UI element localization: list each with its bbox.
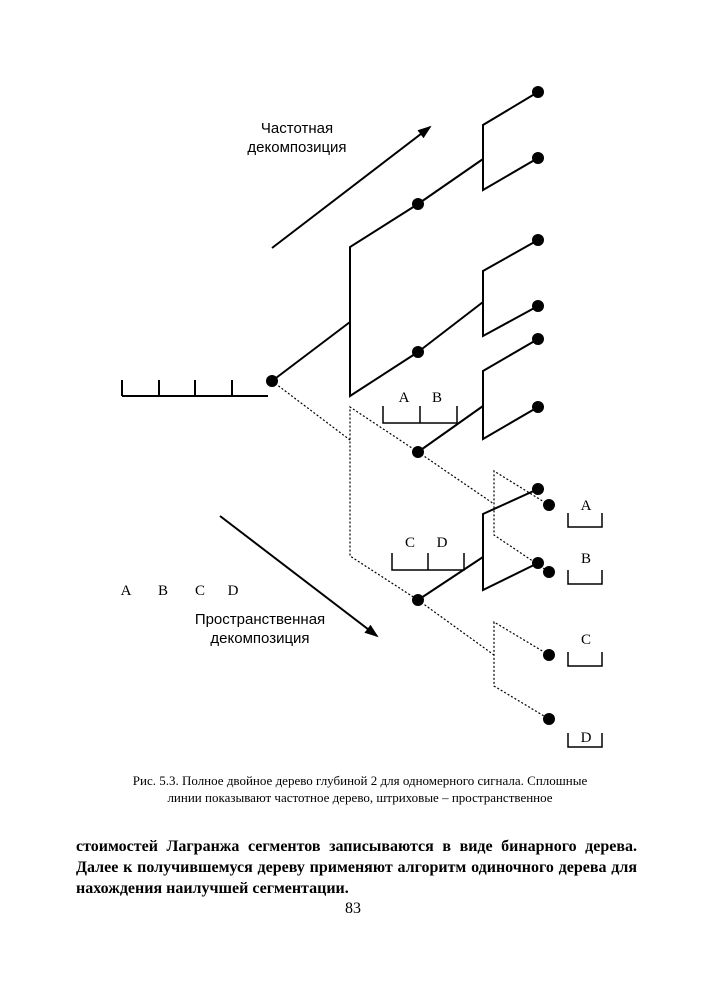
bracket-cd [391,553,465,571]
root-node [266,375,278,387]
leaf-node [543,566,555,578]
frequency-tree [271,91,539,601]
leaf-label-a: A [581,498,592,514]
leaf-node [532,401,544,413]
figure-caption: Рис. 5.3. Полное двойное дерево глубиной… [60,772,660,806]
leaf-brackets [567,513,603,748]
leaf-node [532,483,544,495]
frequency-label-line2: декомпозиция [247,139,346,156]
spatial-label-line1: Пространственная [195,611,325,628]
leaf-label-c: C [581,632,591,648]
leaf-label-b: B [581,551,591,567]
bracket-ab-label-b: B [432,390,442,406]
spatial-tree [271,380,550,720]
frequency-label-line1: Частотная [261,120,333,137]
node [412,198,424,210]
leaf-node [543,649,555,661]
leaf-node [532,333,544,345]
leaf-node [543,713,555,725]
body-paragraph: стоимостей Лагранжа сегментов записывают… [76,838,637,897]
leaf-node [532,234,544,246]
leaf-node [532,557,544,569]
leaf-node [532,86,544,98]
spatial-arrow [219,515,379,638]
node [412,594,424,606]
bracket-ab [382,406,458,424]
leaf-node [543,499,555,511]
bracket-cd-label-c: C [405,535,415,551]
node [412,346,424,358]
tree-nodes [266,86,555,725]
frequency-arrow [271,125,432,249]
bracket-ab-label-a: A [399,390,410,406]
segment-label-b: B [158,583,168,599]
bracket-cd-label-d: D [437,535,448,551]
signal-segments [121,380,268,397]
node [412,446,424,458]
decomposition-tree-diagram: Частотная декомпозиция Пространственная … [121,86,603,748]
leaf-label-d: D [581,730,592,746]
segment-label-d: D [228,583,239,599]
leaf-node [532,152,544,164]
page-number: 83 [345,900,361,917]
caption-line-1: Рис. 5.3. Полное двойное дерево глубиной… [132,773,588,788]
caption-line-2: линии показывают частотное дерево, штрих… [167,790,553,805]
leaf-node [532,300,544,312]
segment-label-c: C [195,583,205,599]
segment-label-a: A [121,583,132,599]
spatial-label-line2: декомпозиция [210,630,309,647]
